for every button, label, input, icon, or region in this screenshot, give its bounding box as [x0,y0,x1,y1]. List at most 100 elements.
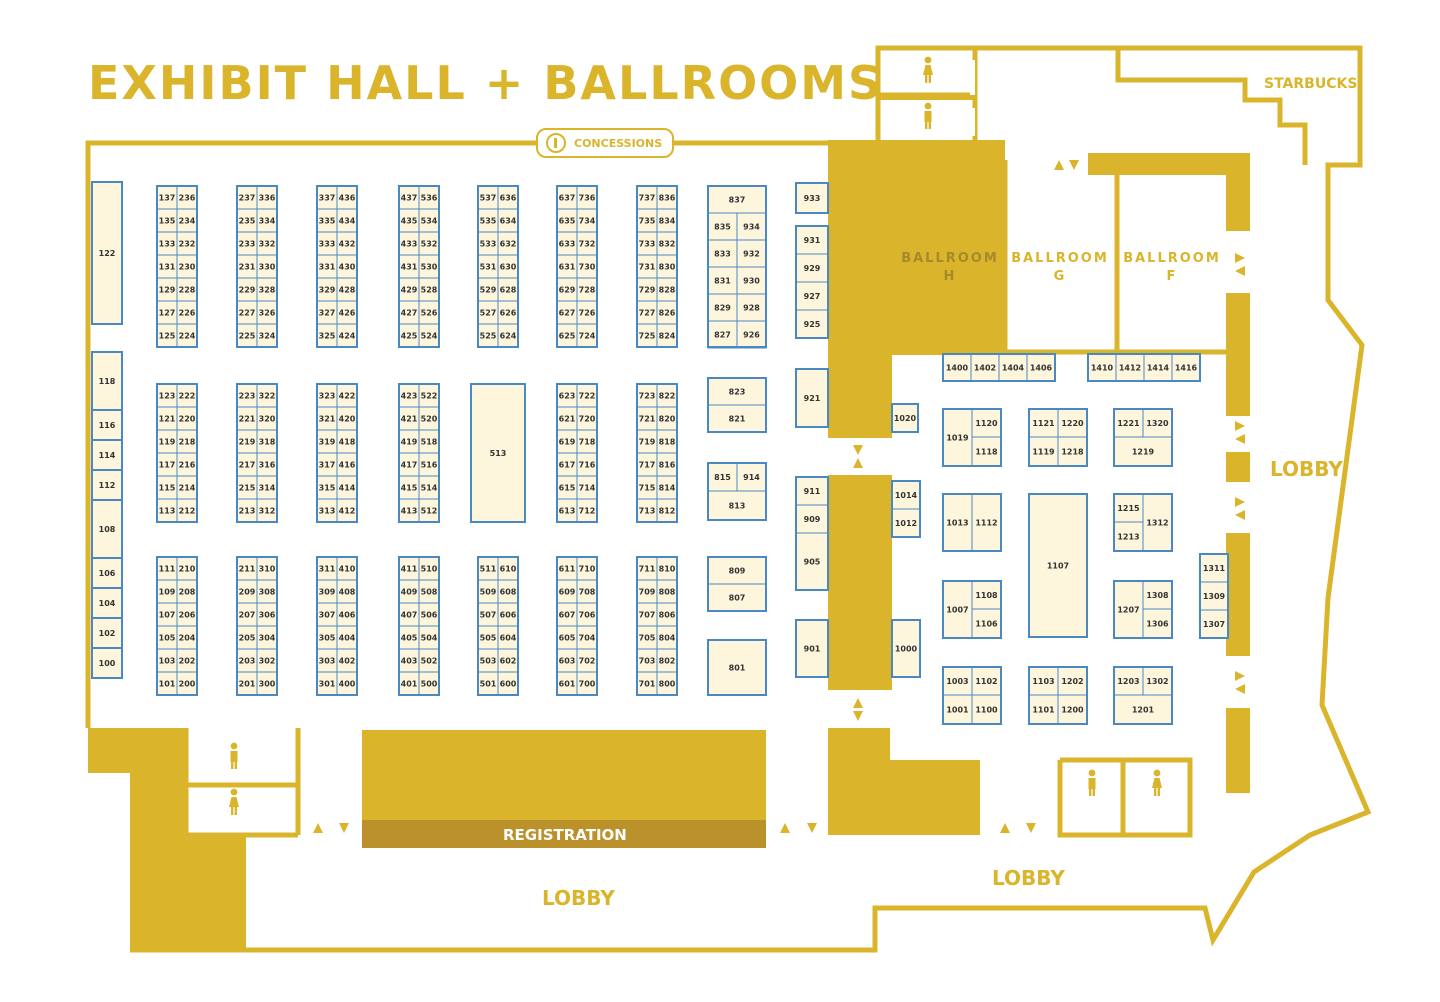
booth-723[interactable]: 723 [639,392,656,401]
booth-705[interactable]: 705 [639,634,656,643]
booth-722[interactable]: 722 [579,392,596,401]
booth-800[interactable]: 800 [659,680,676,689]
booth-1118[interactable]: 1118 [975,448,998,457]
booth-219[interactable]: 219 [239,438,256,447]
booth-123[interactable]: 123 [159,392,176,401]
booth-604[interactable]: 604 [500,634,517,643]
booth-826[interactable]: 826 [659,309,676,318]
booth-1218[interactable]: 1218 [1061,448,1084,457]
booth-1400[interactable]: 1400 [946,364,969,373]
booth-114[interactable]: 114 [99,451,116,460]
booth-1309[interactable]: 1309 [1203,592,1226,601]
booth-914[interactable]: 914 [743,473,760,482]
booth-135[interactable]: 135 [159,217,176,226]
booth-1311[interactable]: 1311 [1203,564,1226,573]
booth-416[interactable]: 416 [339,461,356,470]
booth-828[interactable]: 828 [659,286,676,295]
booth-508[interactable]: 508 [421,588,438,597]
booth-927[interactable]: 927 [804,292,821,301]
booth-310[interactable]: 310 [259,565,276,574]
booth-228[interactable]: 228 [179,286,196,295]
booth-423[interactable]: 423 [401,392,418,401]
booth-422[interactable]: 422 [339,392,356,401]
booth-1020[interactable]: 1020 [894,414,917,423]
booth-320[interactable]: 320 [259,415,276,424]
booth-1013[interactable]: 1013 [946,519,968,528]
booth-218[interactable]: 218 [179,438,196,447]
booth-326[interactable]: 326 [259,309,276,318]
booth-605[interactable]: 605 [559,634,576,643]
booth-200[interactable]: 200 [179,680,196,689]
booth-308[interactable]: 308 [259,588,276,597]
booth-235[interactable]: 235 [239,217,256,226]
booth-726[interactable]: 726 [579,309,596,318]
booth-801[interactable]: 801 [729,664,746,673]
booth-106[interactable]: 106 [99,569,116,578]
booth-109[interactable]: 109 [159,588,176,597]
booth-707[interactable]: 707 [639,611,656,620]
booth-712[interactable]: 712 [579,507,596,516]
booth-408[interactable]: 408 [339,588,356,597]
booth-336[interactable]: 336 [259,194,276,203]
booth-328[interactable]: 328 [259,286,276,295]
booth-530[interactable]: 530 [421,263,438,272]
booth-516[interactable]: 516 [421,461,438,470]
booth-321[interactable]: 321 [319,415,336,424]
booth-204[interactable]: 204 [179,634,196,643]
booth-909[interactable]: 909 [804,515,821,524]
booth-824[interactable]: 824 [659,332,676,341]
booth-630[interactable]: 630 [500,263,517,272]
booth-509[interactable]: 509 [480,588,497,597]
booth-501[interactable]: 501 [480,680,497,689]
booth-732[interactable]: 732 [579,240,596,249]
booth-223[interactable]: 223 [239,392,256,401]
booth-105[interactable]: 105 [159,634,176,643]
booth-609[interactable]: 609 [559,588,576,597]
booth-529[interactable]: 529 [480,286,497,295]
booth-437[interactable]: 437 [401,194,418,203]
booth-513[interactable]: 513 [490,449,507,458]
booth-528[interactable]: 528 [421,286,438,295]
booth-1106[interactable]: 1106 [975,620,998,629]
booth-615[interactable]: 615 [559,484,576,493]
booth-231[interactable]: 231 [239,263,256,272]
booth-306[interactable]: 306 [259,611,276,620]
booth-637[interactable]: 637 [559,194,576,203]
booth-401[interactable]: 401 [401,680,418,689]
booth-715[interactable]: 715 [639,484,656,493]
booth-129[interactable]: 129 [159,286,176,295]
booth-101[interactable]: 101 [159,680,176,689]
booth-506[interactable]: 506 [421,611,438,620]
booth-716[interactable]: 716 [579,461,596,470]
booth-829[interactable]: 829 [714,304,731,313]
booth-210[interactable]: 210 [179,565,196,574]
booth-335[interactable]: 335 [319,217,336,226]
booth-1402[interactable]: 1402 [974,364,996,373]
booth-425[interactable]: 425 [401,332,418,341]
booth-412[interactable]: 412 [339,507,356,516]
booth-808[interactable]: 808 [659,588,676,597]
booth-113[interactable]: 113 [159,507,176,516]
booth-730[interactable]: 730 [579,263,596,272]
booth-514[interactable]: 514 [421,484,438,493]
booth-623[interactable]: 623 [559,392,576,401]
booth-224[interactable]: 224 [179,332,196,341]
booth-301[interactable]: 301 [319,680,336,689]
booth-603[interactable]: 603 [559,657,576,666]
booth-329[interactable]: 329 [319,286,336,295]
booth-1119[interactable]: 1119 [1032,448,1055,457]
booth-202[interactable]: 202 [179,657,196,666]
booth-1213[interactable]: 1213 [1117,533,1139,542]
booth-315[interactable]: 315 [319,484,336,493]
booth-815[interactable]: 815 [714,473,731,482]
booth-208[interactable]: 208 [179,588,196,597]
booth-932[interactable]: 932 [743,250,760,259]
booth-617[interactable]: 617 [559,461,576,470]
booth-304[interactable]: 304 [259,634,276,643]
booth-524[interactable]: 524 [421,332,438,341]
booth-122[interactable]: 122 [99,249,116,258]
booth-330[interactable]: 330 [259,263,276,272]
booth-736[interactable]: 736 [579,194,596,203]
booth-837[interactable]: 837 [729,196,746,205]
booth-419[interactable]: 419 [401,438,418,447]
